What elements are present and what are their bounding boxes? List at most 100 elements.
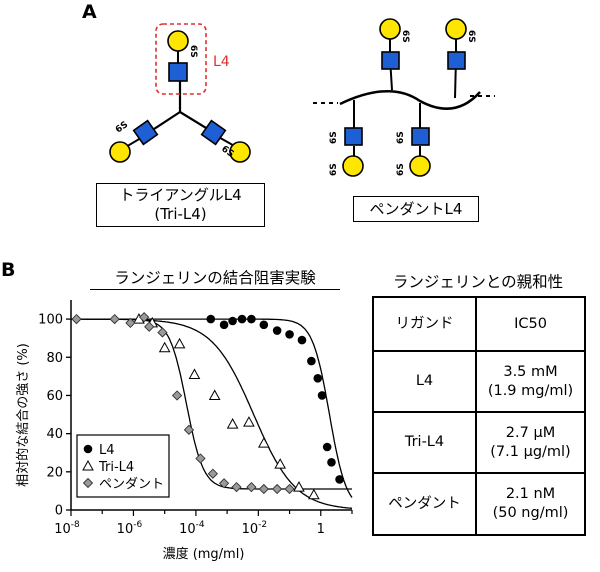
y-tick-label: 20 bbox=[46, 465, 63, 480]
data-point bbox=[258, 483, 269, 495]
data-point bbox=[71, 313, 82, 325]
triangle-l4-structure: L4 6S 6S 6S bbox=[109, 23, 251, 163]
x-tick-label: 10-4 bbox=[179, 520, 205, 537]
data-point bbox=[188, 368, 201, 379]
link-label: 6S bbox=[466, 30, 476, 43]
legend-marker bbox=[82, 459, 94, 471]
data-point bbox=[157, 327, 168, 338]
data-point bbox=[293, 481, 305, 492]
legend-label: Tri-L4 bbox=[98, 460, 134, 475]
data-point bbox=[109, 313, 120, 325]
ligand-cell: Tri-L4 bbox=[372, 411, 477, 474]
ligand-cell: L4 bbox=[372, 350, 477, 413]
data-point bbox=[219, 320, 229, 330]
ic50-cell: 2.7 μM(7.1 μg/ml) bbox=[475, 411, 586, 474]
data-point bbox=[144, 321, 155, 332]
galactose-icon bbox=[109, 141, 131, 163]
ic50-cell: 3.5 mM(1.9 mg/ml) bbox=[475, 350, 586, 413]
y-tick-label: 80 bbox=[46, 351, 63, 366]
data-point bbox=[327, 457, 336, 467]
data-point bbox=[271, 483, 283, 495]
legend-label: ペンダント bbox=[99, 477, 164, 492]
glcnac-icon bbox=[132, 119, 159, 146]
glcnac-icon bbox=[344, 127, 363, 146]
data-point bbox=[317, 391, 327, 400]
glcnac-icon bbox=[168, 62, 188, 82]
data-point bbox=[208, 389, 221, 400]
data-point bbox=[171, 390, 183, 401]
data-point bbox=[308, 488, 320, 500]
galactose-icon bbox=[445, 18, 467, 40]
glcnac-icon bbox=[200, 119, 227, 146]
galactose-icon bbox=[379, 18, 401, 40]
data-point bbox=[257, 437, 270, 448]
table-header-row: リガンド IC50 bbox=[372, 296, 586, 352]
y-tick-label: 60 bbox=[46, 389, 63, 404]
data-point bbox=[259, 320, 269, 330]
x-tick-label: 10-2 bbox=[242, 520, 268, 537]
glcnac-icon bbox=[411, 127, 430, 146]
x-tick-label: 1 bbox=[317, 522, 325, 537]
x-tick-label: 10-6 bbox=[117, 520, 143, 537]
data-point bbox=[125, 317, 136, 329]
link-label: 6S bbox=[396, 131, 406, 144]
data-point bbox=[243, 416, 255, 427]
data-point bbox=[231, 481, 242, 493]
glcnac-icon bbox=[381, 51, 400, 70]
data-point bbox=[272, 326, 282, 335]
data-point bbox=[322, 442, 332, 452]
panel-b-letter: B bbox=[1, 259, 16, 281]
data-point bbox=[138, 312, 150, 323]
data-point bbox=[274, 458, 287, 469]
link-label: 6S bbox=[114, 120, 130, 136]
pendant-l4-caption: ペンダントL4 bbox=[353, 196, 479, 222]
data-point bbox=[195, 453, 206, 464]
table-row: Tri-L4 2.7 μM(7.1 μg/ml) bbox=[372, 411, 586, 474]
data-point bbox=[297, 335, 307, 345]
galactose-icon bbox=[229, 141, 251, 163]
link-label: 6S bbox=[329, 131, 339, 144]
data-point bbox=[226, 418, 239, 429]
table-row: ペンダント 2.1 nM(50 ng/ml) bbox=[372, 472, 586, 536]
x-tick-label: 10-8 bbox=[54, 520, 80, 537]
ic50-cell: 2.1 nM(50 ng/ml) bbox=[475, 472, 586, 536]
header-ligand: リガンド bbox=[372, 296, 477, 352]
legend-marker bbox=[83, 444, 93, 454]
link-label: 6S bbox=[400, 30, 410, 43]
triangle-l4-caption: トライアングルL4 (Tri-L4) bbox=[96, 183, 265, 227]
data-point bbox=[173, 337, 186, 349]
data-point bbox=[313, 373, 323, 383]
data-point bbox=[218, 478, 230, 489]
chart-title-underline bbox=[90, 289, 340, 290]
legend-box bbox=[76, 434, 170, 498]
pendant-l4-structure: 6S 6S 6S 6S 6S 6S bbox=[313, 18, 495, 177]
data-point bbox=[335, 475, 344, 484]
y-axis-label: 相対的な結合の強さ (%) bbox=[15, 343, 31, 487]
glycan-structures: L4 6S 6S 6S 6S 6S 6S 6S bbox=[109, 18, 495, 177]
galactose-icon bbox=[167, 30, 189, 52]
data-point bbox=[285, 330, 294, 339]
link-label: 6S bbox=[188, 45, 198, 58]
data-point bbox=[247, 314, 256, 324]
y-tick-label: 0 bbox=[55, 504, 63, 519]
y-tick-label: 100 bbox=[38, 313, 63, 328]
data-point bbox=[183, 424, 195, 435]
header-ic50: IC50 bbox=[475, 296, 586, 352]
chart-title: ランジェリンの結合阻害実験 bbox=[114, 269, 316, 287]
affinity-table: リガンド IC50 L4 3.5 mM(1.9 mg/ml) Tri-L4 2.… bbox=[372, 296, 586, 536]
l4-highlight-box bbox=[155, 23, 207, 95]
link-label: 6S bbox=[329, 163, 339, 176]
data-point bbox=[206, 314, 216, 324]
data-point bbox=[246, 481, 257, 493]
galactose-icon bbox=[342, 155, 364, 177]
legend-label: L4 bbox=[99, 443, 115, 458]
galactose-icon bbox=[409, 155, 431, 177]
panel-a-letter: A bbox=[82, 1, 97, 23]
table-title: ランジェリンとの親和性 bbox=[392, 273, 564, 291]
data-point bbox=[307, 356, 316, 366]
ligand-cell: ペンダント bbox=[372, 472, 477, 536]
y-tick-label: 40 bbox=[46, 427, 63, 442]
l4-highlight-label: L4 bbox=[213, 54, 230, 70]
data-point bbox=[237, 314, 247, 324]
